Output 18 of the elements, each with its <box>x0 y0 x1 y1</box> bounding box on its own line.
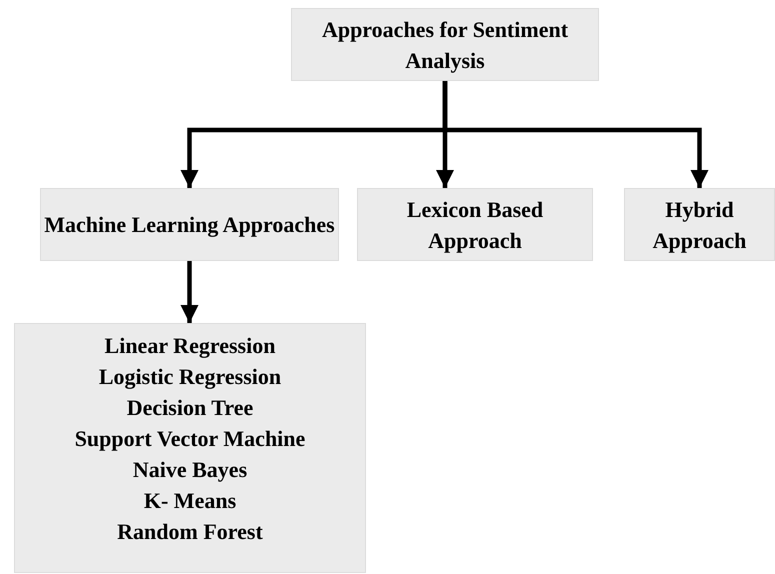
arrow <box>180 261 198 323</box>
category-box <box>40 188 339 261</box>
node-text: Linear Regression <box>104 332 276 360</box>
node-text: Machine Learning Approaches <box>44 211 335 239</box>
category-box <box>624 188 775 261</box>
arrow <box>442 81 708 188</box>
node-text: Support Vector Machine <box>74 425 306 453</box>
list-box <box>14 323 366 573</box>
node-text: Logistic Regression <box>98 363 282 391</box>
root-box <box>291 8 599 81</box>
node-text: Decision Tree <box>126 394 254 422</box>
node-text: Hybrid Approach <box>652 196 748 255</box>
node-text: K- Means <box>144 487 236 515</box>
category-box <box>357 188 593 261</box>
node-text: Lexicon Based Approach <box>406 196 544 255</box>
node-text: Naive Bayes <box>132 456 248 484</box>
node-text: Random Forest <box>117 518 263 546</box>
node-text: Approaches for Sentiment Analysis <box>320 16 570 75</box>
